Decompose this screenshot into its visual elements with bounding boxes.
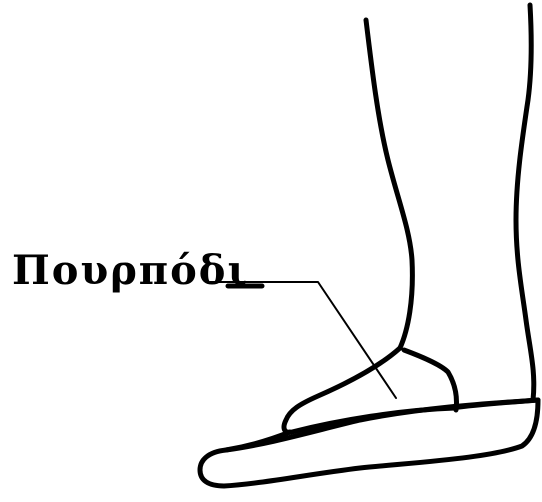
leg-back-outline — [516, 5, 534, 400]
label-leader-line — [210, 282, 396, 398]
leg-front-outline — [366, 20, 412, 348]
slipper-upper-outline — [404, 350, 457, 410]
slipper-label: Πουρπόδι — [12, 247, 249, 294]
